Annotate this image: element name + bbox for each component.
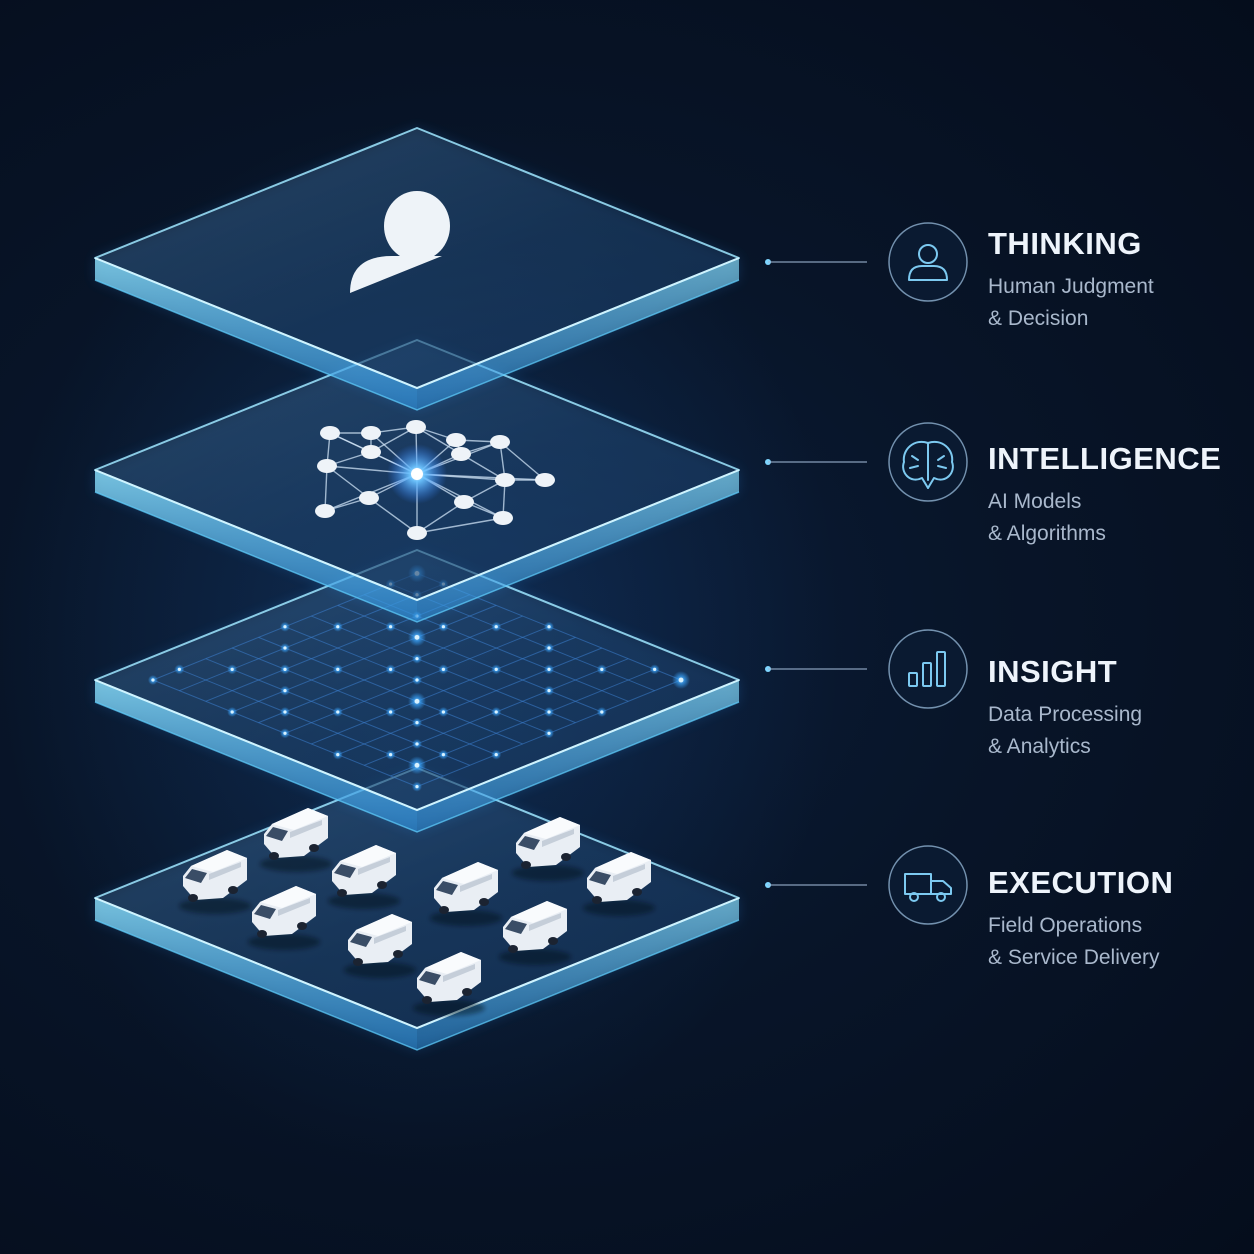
network-node [320, 426, 340, 440]
network-node [451, 447, 471, 461]
network-node [315, 504, 335, 518]
network-node [361, 445, 381, 459]
network-node [495, 473, 515, 487]
slab-edge-left [95, 680, 417, 832]
network-node [359, 491, 379, 505]
slab-edge-right [417, 680, 739, 832]
slab-edge-right [417, 898, 739, 1050]
network-node [493, 511, 513, 525]
van [248, 886, 320, 950]
layer-slab-execution [94, 767, 740, 1051]
network-node [317, 459, 337, 473]
van [328, 845, 400, 909]
connector-insight [765, 666, 867, 672]
person-icon [888, 222, 968, 302]
layer-slab-intelligence [94, 339, 740, 623]
slab-edge-right [417, 470, 739, 622]
van [512, 817, 584, 881]
van [179, 850, 251, 914]
slab-edge-left [95, 470, 417, 622]
van [260, 808, 332, 872]
connector-execution [765, 882, 867, 888]
bar-chart-icon [888, 629, 968, 709]
brain-icon [888, 422, 968, 502]
layer-slab-thinking [94, 127, 740, 411]
van [430, 862, 502, 926]
van [344, 914, 416, 978]
network-node [407, 526, 427, 540]
network-node [490, 435, 510, 449]
connector-thinking [765, 259, 867, 265]
layer-slab-insight [94, 549, 740, 833]
network-node [406, 420, 426, 434]
slab-edge-left [95, 258, 417, 410]
network-node [361, 426, 381, 440]
van [413, 952, 485, 1016]
person-silhouette [350, 191, 450, 293]
slab-edge-left [95, 898, 417, 1050]
network-node [446, 433, 466, 447]
van [499, 901, 571, 965]
neural-network [315, 420, 555, 540]
connector-intelligence [765, 459, 867, 465]
network-node [454, 495, 474, 509]
van-fleet [179, 808, 655, 1016]
van [583, 852, 655, 916]
truck-icon [888, 845, 968, 925]
slab-edge-right [417, 258, 739, 410]
network-node [535, 473, 555, 487]
